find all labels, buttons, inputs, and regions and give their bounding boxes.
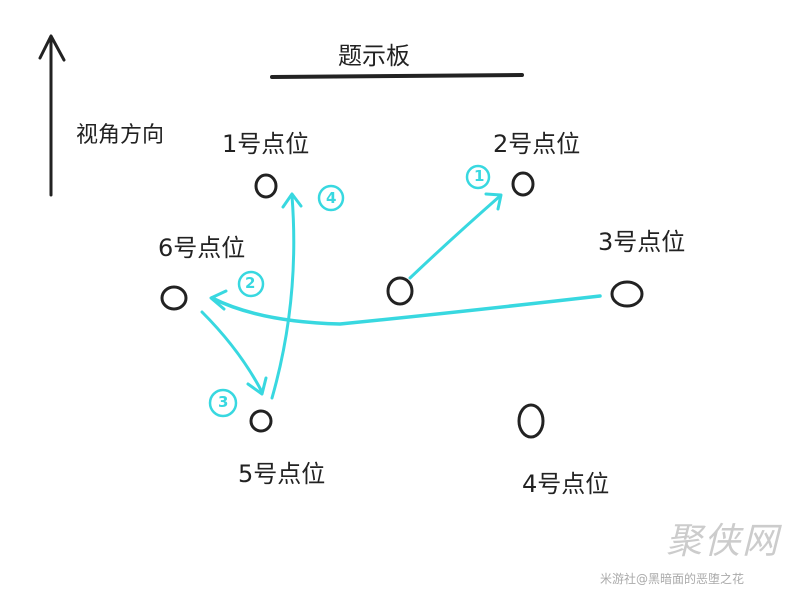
path-step-2-head [209,289,228,311]
spot-6-marker [160,285,188,311]
step-1-number: 1 [474,167,485,185]
step-2-ring [237,270,265,298]
step-2-number: 2 [245,274,256,292]
spot-6-label: 6号点位 [158,234,246,262]
view-direction-arrow-head [38,34,66,62]
path-step-4 [270,194,296,400]
spot-4-marker [517,403,545,439]
board-title: 题示板 [338,42,410,70]
spot-2-label: 2号点位 [493,130,581,158]
step-1-ring [465,164,491,190]
watermark-logo: 聚侠网 [666,521,781,562]
center-marker [386,276,414,306]
spot-5-marker [249,409,273,433]
step-3-ring [208,388,238,418]
board-underline [270,73,524,79]
path-step-3 [200,310,264,394]
spot-3-label: 3号点位 [598,228,686,256]
spot-2-marker [511,171,535,197]
path-step-4-head [281,192,303,209]
step-4-number: 4 [326,189,337,207]
spot-3-marker [610,280,644,308]
path-step-1 [408,194,502,280]
spot-5-label: 5号点位 [238,460,326,488]
spot-4-label: 4号点位 [522,470,610,498]
spot-1-marker [254,173,278,199]
path-step-1-head [484,192,503,211]
path-step-2 [210,294,602,326]
step-4-ring [317,184,345,212]
watermark-text: 米游社@黑暗面的恶堕之花 [600,572,745,586]
step-3-number: 3 [218,393,229,411]
path-step-3-head [246,376,268,396]
view-direction-label: 视角方向 [76,123,165,148]
spot-1-label: 1号点位 [222,130,310,158]
